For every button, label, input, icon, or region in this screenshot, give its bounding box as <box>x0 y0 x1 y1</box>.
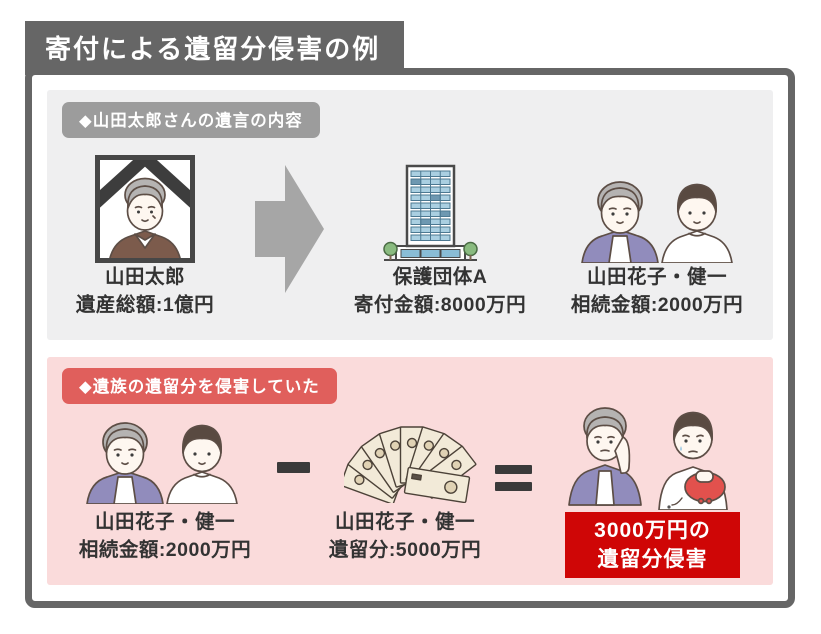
will-section-badge: ◆山田太郎さんの遺言の内容 <box>62 102 320 138</box>
inherited-name: 山田花子・健一 <box>94 511 235 533</box>
charity-amount: 寄付金額:8000万円 <box>353 294 527 316</box>
result-line1: 3000万円の <box>594 519 711 542</box>
inherited-label: 山田花子・健一 相続金額:2000万円 <box>55 508 275 564</box>
infringement-result-box: 3000万円の 遺留分侵害 <box>565 512 740 578</box>
reserved-label: 山田花子・健一 遺留分:5000万円 <box>295 508 515 564</box>
deceased-label: 山田太郎 遺産総額:1億円 <box>35 263 255 319</box>
result-line2: 遺留分侵害 <box>597 548 708 571</box>
worried-heirs-icon <box>555 395 740 510</box>
heirs-amount: 相続金額:2000万円 <box>570 294 744 316</box>
heirs-icon <box>575 168 745 263</box>
deceased-amount: 遺産総額:1億円 <box>75 294 215 316</box>
section-will: ◆山田太郎さんの遺言の内容 <box>47 90 773 340</box>
heirs-icon <box>80 409 250 504</box>
building-icon <box>383 164 478 261</box>
infringement-section-badge: ◆遺族の遺留分を侵害していた <box>62 368 337 404</box>
equals-icon <box>495 465 532 491</box>
heirs-name: 山田花子・健一 <box>586 266 727 288</box>
section-infringement: ◆遺族の遺留分を侵害していた <box>47 357 773 585</box>
minus-icon <box>277 462 310 473</box>
heirs-label: 山田花子・健一 相続金額:2000万円 <box>537 263 777 319</box>
memorial-photo-icon <box>95 155 195 263</box>
money-fan-icon <box>344 426 477 503</box>
charity-name: 保護団体A <box>392 266 488 288</box>
inherited-amount: 相続金額:2000万円 <box>78 539 252 561</box>
charity-label: 保護団体A 寄付金額:8000万円 <box>320 263 560 319</box>
deceased-name: 山田太郎 <box>104 266 185 288</box>
reserved-amount: 遺留分:5000万円 <box>328 539 482 561</box>
card-frame: ◆山田太郎さんの遺言の内容 <box>25 68 795 608</box>
arrow-right-icon <box>255 165 324 293</box>
reserved-name: 山田花子・健一 <box>334 511 475 533</box>
page-title: 寄付による遺留分侵害の例 <box>25 21 405 75</box>
